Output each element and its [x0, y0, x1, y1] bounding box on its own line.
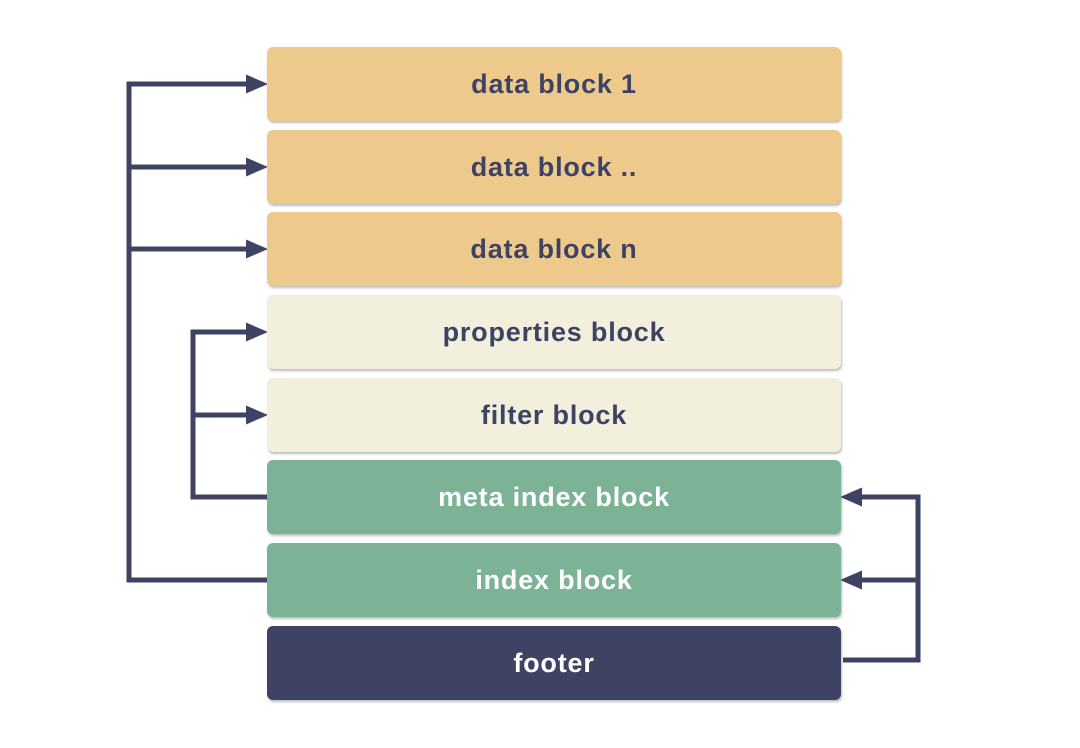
arrowhead-meta-index-block — [840, 487, 862, 507]
arrowhead-data-block-1 — [246, 74, 268, 94]
edge-meta-index-block-to-meta-blocks — [190, 322, 268, 500]
block-properties-block: properties block — [267, 295, 841, 369]
arrowhead-data-block-n — [246, 239, 268, 259]
block-data-block-1: data block 1 — [267, 47, 841, 121]
block-data-block-dots: data block .. — [267, 130, 841, 204]
block-meta-index-block: meta index block — [267, 460, 841, 534]
block-data-block-n: data block n — [267, 212, 841, 286]
arrowhead-properties-block — [246, 322, 268, 342]
arrowhead-index-block — [840, 570, 862, 590]
edge-index-block-to-data-blocks — [126, 74, 268, 583]
arrowhead-filter-block — [246, 405, 268, 425]
edge-footer-to-index-blocks — [840, 487, 921, 663]
block-footer: footer — [267, 626, 841, 700]
block-index-block: index block — [267, 543, 841, 617]
arrowhead-data-block-dots — [246, 157, 268, 177]
block-filter-block: filter block — [267, 378, 841, 452]
